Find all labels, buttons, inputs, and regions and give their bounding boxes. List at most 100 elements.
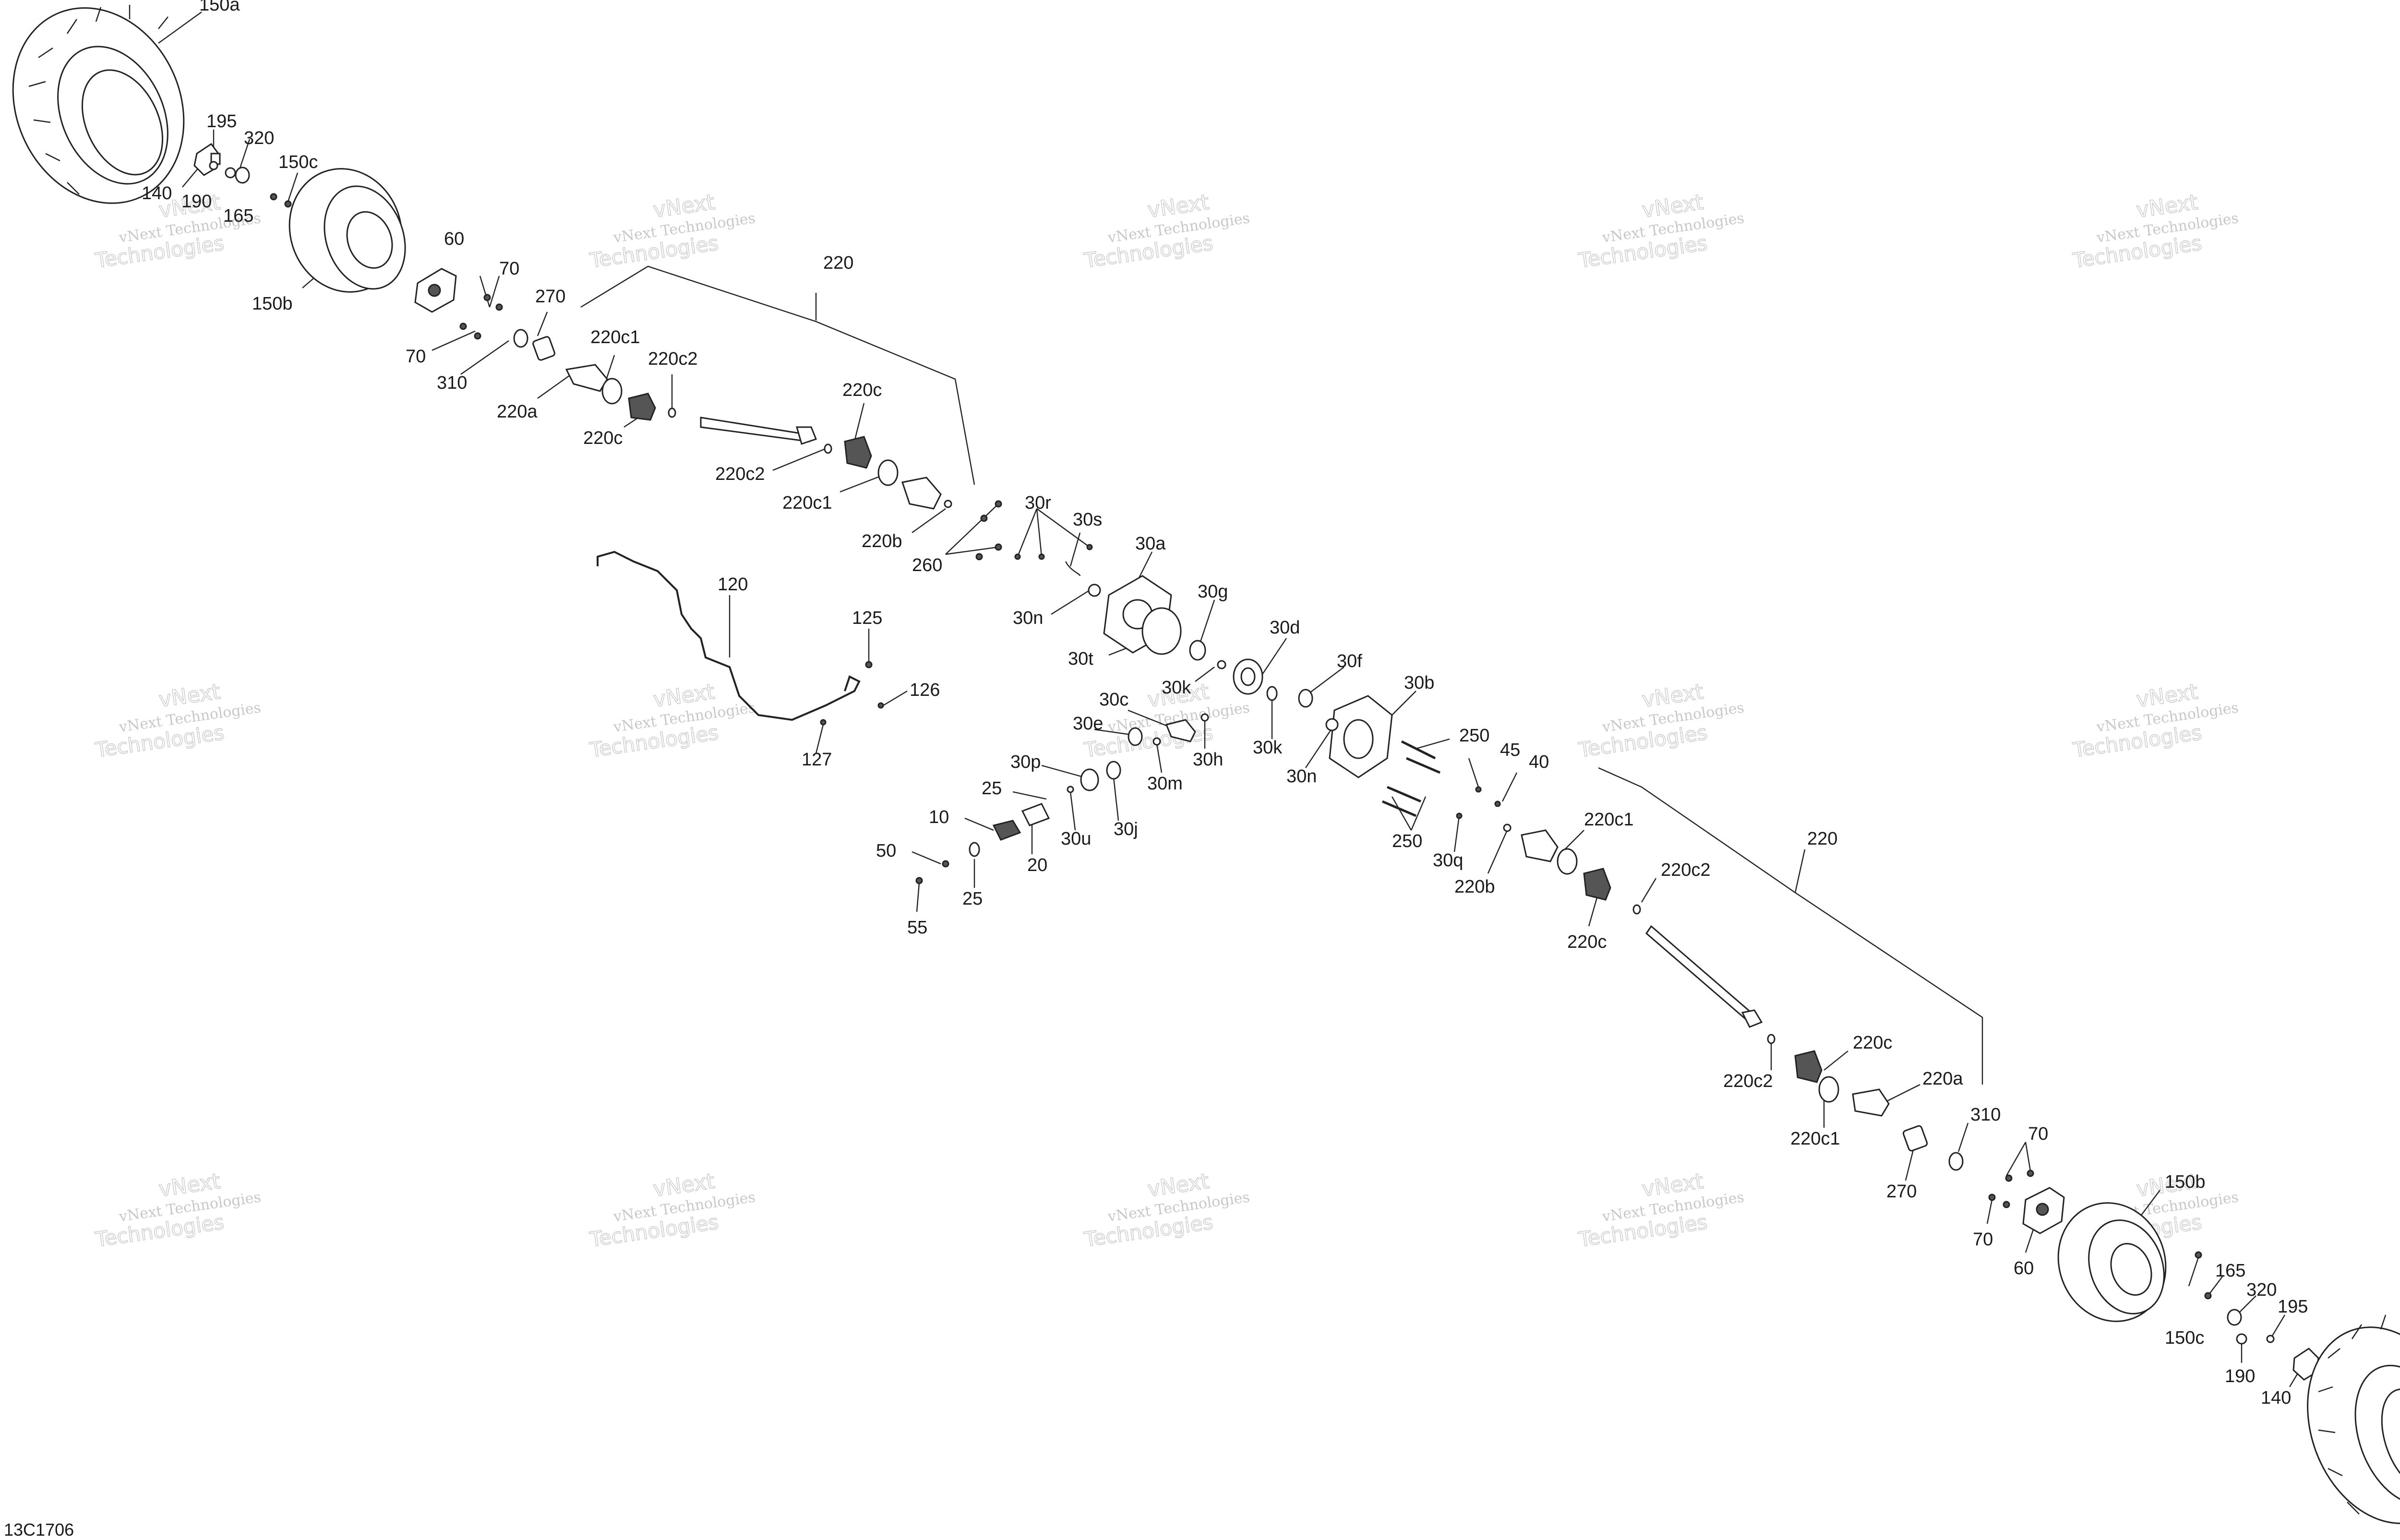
brake-line-120 [597, 550, 861, 721]
callout-label-60: 60 [2014, 1258, 2034, 1278]
leader-127 [815, 724, 824, 754]
leader-25-a [1012, 791, 1047, 800]
plug-40 [1494, 800, 1501, 807]
callout-label-310: 310 [1970, 1105, 2001, 1125]
leader-70-c [432, 330, 476, 351]
clamp-220c2-bottom [1632, 904, 1641, 915]
callout-label-30e: 30e [1073, 714, 1103, 734]
leader-45 [1468, 758, 1479, 788]
leader-lines [158, 12, 2305, 1387]
valve-150c-bottom [2195, 1251, 2202, 1259]
screw-70-b [495, 303, 503, 311]
callout-label-220: 220 [1807, 829, 1837, 849]
bolt-260-c [995, 543, 1002, 551]
leader-70-b [489, 275, 500, 308]
leader-220b-top [912, 508, 946, 533]
leader-150c-top [287, 172, 299, 202]
callout-label-140: 140 [2261, 1388, 2291, 1408]
callout-label-126: 126 [910, 680, 940, 700]
callout-label-150b: 150b [2165, 1172, 2206, 1192]
clip-220b-bottom [1503, 824, 1512, 832]
leader-30a [1137, 551, 1153, 581]
callout-label-190: 190 [2225, 1366, 2255, 1386]
washer-195-top [209, 161, 218, 170]
callout-label-70: 70 [406, 346, 426, 367]
callout-label-30q: 30q [1433, 850, 1463, 871]
callout-label-220c: 220c [842, 380, 882, 400]
callout-label-30r: 30r [1025, 493, 1051, 513]
leader-220b-bottom [1487, 830, 1508, 874]
leader-195-bottom [2269, 1314, 2286, 1339]
callout-label-50: 50 [876, 841, 896, 861]
callout-label-30t: 30t [1068, 649, 1093, 669]
boot-220c-bottom-a [1583, 868, 1611, 901]
clamp-220c2-top-b [824, 443, 832, 454]
callout-label-220a: 220a [1922, 1069, 1963, 1089]
callout-label-30k: 30k [1162, 678, 1191, 698]
callout-label-150c: 150c [2165, 1328, 2204, 1348]
stud-165-top [270, 193, 277, 201]
callout-label-220c1: 220c1 [782, 493, 832, 513]
bolt-250-a [1401, 740, 1436, 760]
bearing-270-top [532, 336, 555, 361]
clip-127 [820, 719, 827, 726]
callout-label-10: 10 [929, 807, 949, 827]
callout-label-220c1: 220c1 [1584, 810, 1634, 830]
cv-joint-220b-top [901, 477, 942, 510]
driveshaft-bottom-end [1741, 1009, 1763, 1028]
callout-label-40: 40 [1529, 752, 1549, 772]
stud-165-bottom [2204, 1292, 2212, 1300]
leader-260-a [945, 503, 999, 555]
screw-70-f [2027, 1170, 2034, 1177]
leader-220-bottom [1794, 849, 1806, 893]
axle-220a-bottom [1852, 1088, 1890, 1117]
clip-125 [865, 661, 873, 669]
screw-126 [877, 702, 884, 709]
washer-320-top [235, 167, 250, 184]
washer-45 [1475, 786, 1482, 793]
leader-30u [1069, 791, 1076, 831]
callout-label-250: 250 [1392, 831, 1422, 851]
clamp-220c2-bottom-b [1767, 1034, 1776, 1044]
leader-220c1-top-b [840, 474, 884, 493]
callout-label-220c1: 220c1 [590, 327, 640, 347]
clip-220b-top [944, 500, 952, 508]
washer-195-bottom [2266, 1335, 2275, 1343]
leader-40 [1501, 772, 1518, 802]
ring-30k-top [1217, 660, 1226, 669]
callout-label-220c1: 220c1 [1790, 1129, 1840, 1149]
rim-150b-bottom [2057, 1202, 2167, 1322]
callout-label-260: 260 [912, 555, 942, 575]
leader-30q [1453, 815, 1460, 852]
leader-30f [1305, 667, 1344, 696]
leader-260-b [945, 546, 999, 555]
bolt-30r-c [1086, 544, 1093, 550]
bolt-250-b [1406, 757, 1440, 774]
washer-30f [1298, 689, 1313, 708]
axle-220a-top [565, 364, 608, 392]
callout-label-30a: 30a [1135, 534, 1166, 554]
bolt-260-b [980, 514, 988, 522]
cv-joint-220b-bottom [1521, 829, 1559, 862]
drawing-code: 13C1706 [4, 1520, 74, 1540]
callout-label-150a: 150a [199, 0, 240, 15]
leader-30e [1094, 728, 1128, 735]
hub-nut-140-top [193, 143, 221, 176]
screw-70-c [459, 322, 467, 330]
callout-label-30s: 30s [1073, 510, 1102, 530]
callout-label-220b: 220b [862, 531, 902, 551]
bearing-30g [1189, 640, 1206, 661]
callout-label-70: 70 [2028, 1124, 2048, 1144]
callout-label-190: 190 [181, 191, 212, 212]
leader-30m [1156, 743, 1163, 773]
callout-label-320: 320 [244, 128, 274, 148]
callout-label-30m: 30m [1147, 774, 1183, 794]
callout-label-220c2: 220c2 [1723, 1071, 1773, 1091]
clamp-220c1-top [601, 378, 623, 405]
clamp-220c1-bottom-b [1818, 1076, 1839, 1103]
bearing-30p [1080, 768, 1099, 791]
